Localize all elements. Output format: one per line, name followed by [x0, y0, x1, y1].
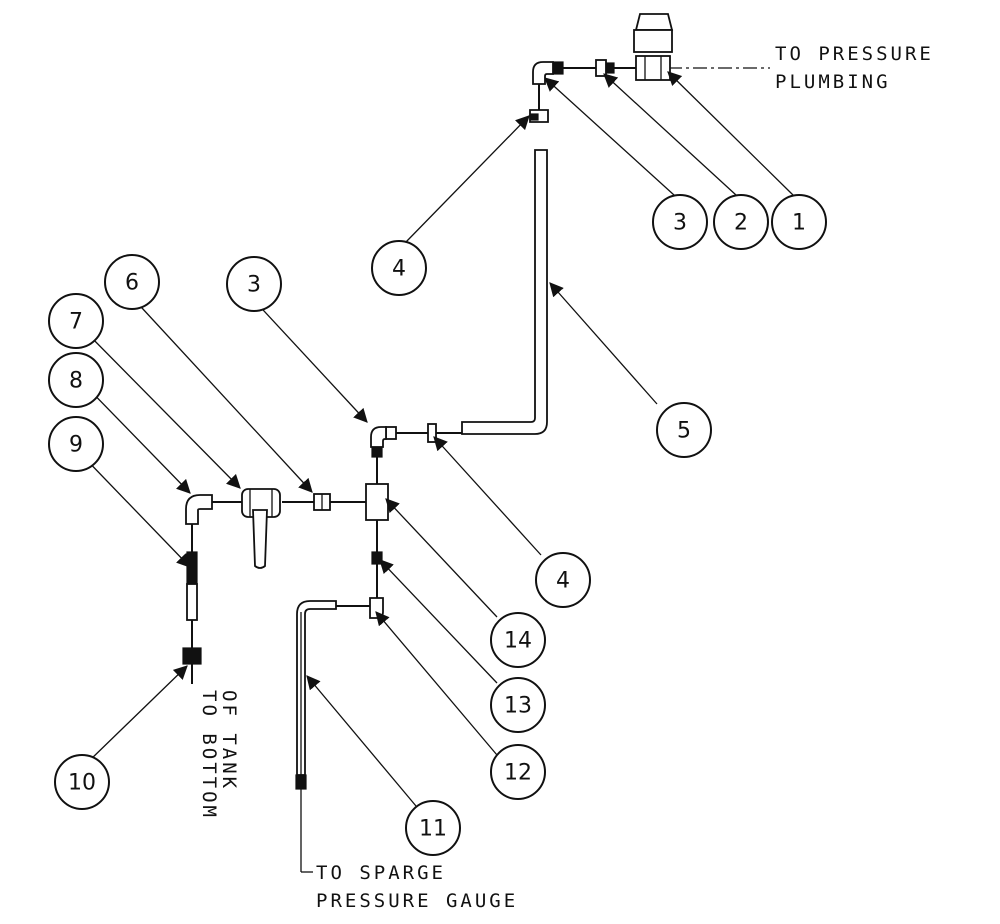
svg-text:5: 5 [677, 419, 691, 444]
note-pressure-gauge: PRESSURE GAUGE [316, 890, 518, 912]
part-1-body [635, 55, 671, 81]
part-10-bulkhead [182, 647, 202, 665]
callout-3-top: 3 [652, 194, 708, 250]
note-to-bottom: TO BOTTOM [198, 690, 220, 820]
svg-text:9: 9 [69, 433, 83, 458]
svg-text:7: 7 [69, 310, 83, 335]
note-plumbing: PLUMBING [775, 71, 891, 93]
middle-assembly [182, 423, 462, 873]
part-9-nipple [186, 551, 198, 585]
svg-text:11: 11 [419, 817, 447, 842]
svg-text:10: 10 [68, 771, 96, 796]
callout-6: 6 [104, 254, 160, 310]
part-1-actuator [634, 13, 674, 31]
callout-13: 13 [490, 677, 546, 733]
callout-12: 12 [490, 744, 546, 800]
callout-7: 7 [48, 293, 104, 349]
svg-text:4: 4 [556, 569, 570, 594]
part-4-fitting-lower [427, 423, 437, 443]
svg-text:8: 8 [69, 369, 83, 394]
part-12-elbow [369, 597, 384, 619]
part-1-housing [633, 29, 673, 53]
callout-3-lower: 3 [226, 256, 282, 312]
part-14-tee [365, 483, 389, 521]
svg-text:2: 2 [734, 211, 748, 236]
note-to-sparge: TO SPARGE [316, 862, 446, 884]
svg-text:6: 6 [125, 271, 139, 296]
callout-1: 1 [771, 194, 827, 250]
part-3-elbow-top [532, 61, 554, 85]
leader-lines [77, 71, 794, 807]
svg-text:1: 1 [792, 211, 806, 236]
note-to-pressure: TO PRESSURE [775, 43, 934, 65]
svg-text:3: 3 [673, 211, 687, 236]
top-assembly [461, 13, 770, 435]
note-tank-group: TO BOTTOM OF TANK [198, 690, 240, 820]
callout-9: 9 [48, 416, 104, 472]
part-3-elbow-lower [370, 426, 387, 448]
callout-4-top: 4 [371, 240, 427, 296]
callout-4-lower: 4 [535, 552, 591, 608]
callout-10: 10 [54, 754, 110, 810]
callout-2: 2 [713, 194, 769, 250]
callout-8: 8 [48, 352, 104, 408]
part-7-handle [252, 509, 268, 569]
svg-text:4: 4 [392, 257, 406, 282]
part-8-elbow [185, 494, 213, 525]
callout-11: 11 [405, 800, 461, 856]
part-5-tube [461, 149, 548, 435]
part-13-adapter [371, 551, 383, 565]
svg-text:13: 13 [504, 694, 532, 719]
callout-5: 5 [656, 402, 712, 458]
svg-text:12: 12 [504, 761, 532, 786]
svg-text:3: 3 [247, 273, 261, 298]
callout-14: 14 [490, 612, 546, 668]
svg-text:14: 14 [504, 629, 532, 654]
note-of-tank: OF TANK [218, 690, 240, 791]
